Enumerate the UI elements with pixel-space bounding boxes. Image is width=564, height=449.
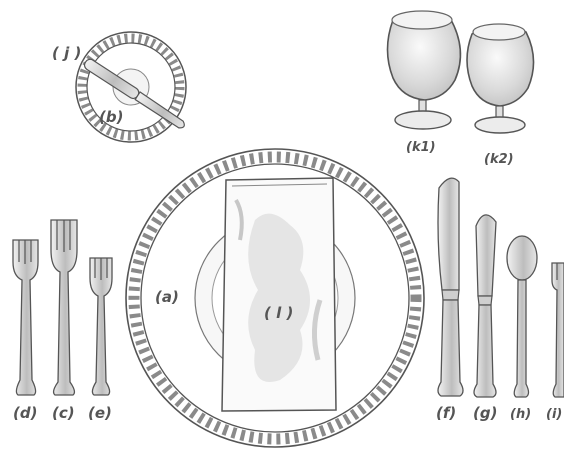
dinner-knife — [438, 178, 463, 396]
label-k2: (k2) — [484, 153, 514, 166]
label-b: (b) — [99, 110, 123, 125]
wine-glass-small — [467, 24, 534, 133]
fish-knife — [474, 215, 496, 397]
label-l: ( l ) — [264, 306, 293, 321]
napkin — [222, 178, 336, 411]
wine-glass-large — [388, 11, 461, 129]
label-h: (h) — [510, 408, 531, 421]
label-c: (c) — [52, 406, 75, 421]
label-a: (a) — [155, 290, 179, 305]
dinner-fork — [51, 220, 77, 395]
label-e: (e) — [88, 406, 112, 421]
label-f: (f) — [436, 406, 456, 421]
label-j: ( j ) — [52, 46, 81, 61]
label-k1: (k1) — [406, 141, 436, 154]
salad-fork — [13, 240, 38, 395]
label-d: (d) — [13, 406, 37, 421]
dessert-fork — [90, 258, 112, 395]
label-i: (i) — [546, 408, 562, 421]
oyster-fork — [552, 263, 564, 397]
label-g: (g) — [473, 406, 497, 421]
soup-spoon — [507, 236, 537, 397]
